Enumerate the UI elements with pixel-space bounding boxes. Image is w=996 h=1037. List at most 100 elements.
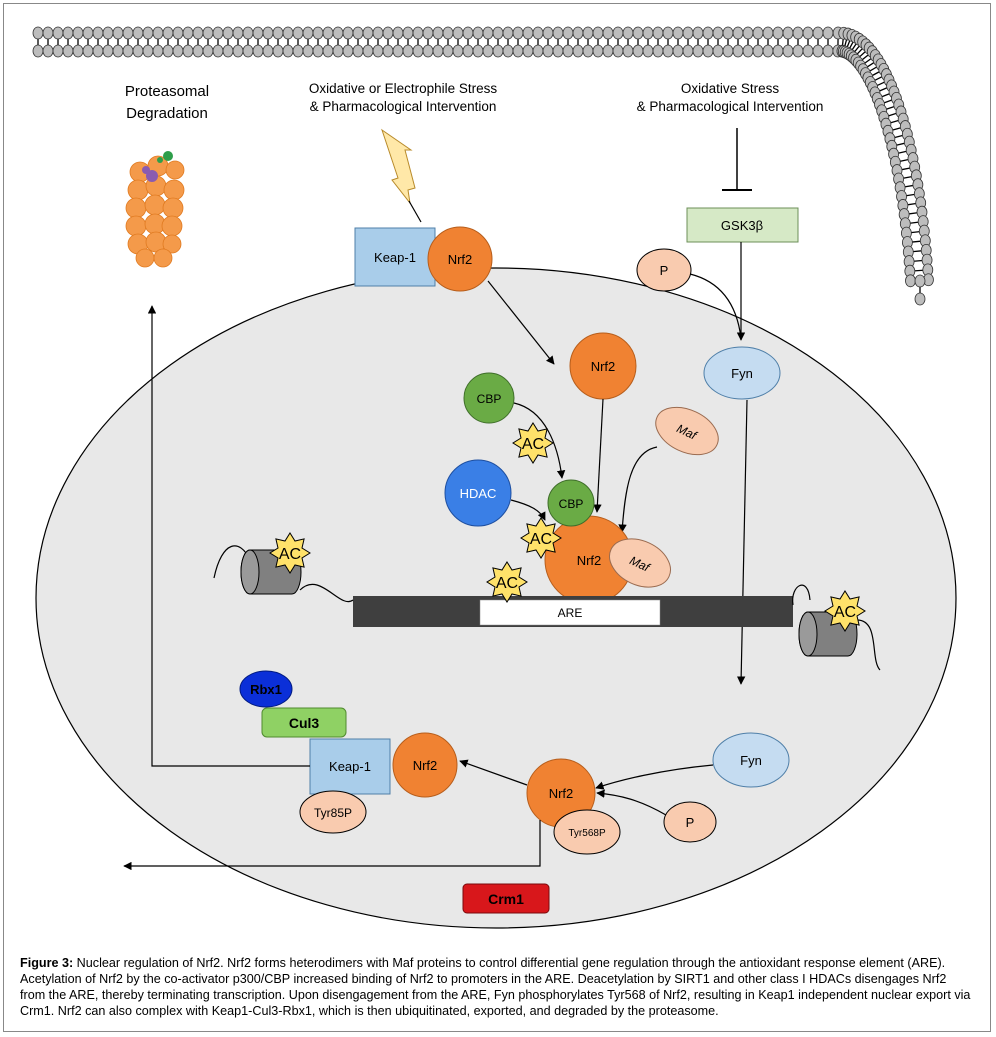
membrane-tail (878, 87, 888, 92)
lipid-head (442, 26, 454, 40)
lipid-head (202, 44, 214, 58)
lipid-head (152, 26, 164, 40)
lipid-head (612, 26, 624, 40)
lipid-head (742, 44, 754, 58)
cbp-circle-bound (547, 479, 595, 527)
lipid-head (322, 44, 334, 58)
keap1-label-bottom: Keap-1 (329, 759, 371, 774)
lipid-head (72, 44, 84, 58)
lipid-head (412, 26, 424, 40)
lipid-head (402, 44, 414, 58)
lipid-head (782, 26, 794, 40)
lipid-head (172, 44, 184, 58)
phosphate-bottom (663, 801, 717, 843)
membrane-tail (887, 112, 897, 117)
lipid-head (532, 44, 544, 58)
lipid-head (572, 44, 584, 58)
lipid-head (132, 26, 144, 40)
lipid-head (632, 44, 644, 58)
lipid-head (302, 26, 314, 40)
lipid-head (822, 44, 834, 58)
membrane-tail (904, 184, 914, 188)
lipid-head (242, 26, 254, 40)
lipid-head (792, 44, 804, 58)
lipid-head (492, 26, 504, 40)
lipid-head (772, 44, 784, 58)
lipid-head (632, 26, 644, 40)
cbp-label-top: CBP (477, 392, 502, 406)
membrane-tail (885, 105, 895, 110)
lipid-head (212, 44, 224, 58)
lipid-head (722, 26, 734, 40)
lipid-head (582, 26, 594, 40)
lipid-head (692, 44, 704, 58)
membrane-tail (896, 142, 906, 146)
lipid-head (452, 44, 464, 58)
membrane-tail (876, 81, 886, 87)
lipid-head (792, 26, 804, 40)
phosphate-bottom-label: P (686, 815, 695, 830)
lipid-head (482, 44, 494, 58)
membrane-tail (858, 50, 867, 58)
lipid-head (272, 44, 284, 58)
lipid-head (332, 44, 344, 58)
lipid-head (732, 26, 744, 40)
maf-top (655, 406, 719, 456)
nrf2-label-top: Nrf2 (448, 252, 473, 267)
membrane-tail (881, 93, 891, 98)
lipid-head (232, 44, 244, 58)
proteasome-icon (125, 151, 185, 268)
lipid-head (512, 44, 524, 58)
lipid-head (752, 26, 764, 40)
acetyl-star-icon (520, 517, 562, 559)
lipid-head (432, 26, 444, 40)
lipid-head (222, 26, 234, 40)
lipid-head (682, 44, 694, 58)
lipid-head (812, 44, 824, 58)
rbx1-label: Rbx1 (250, 682, 282, 697)
lipid-head (802, 44, 814, 58)
lipid-head (712, 26, 724, 40)
phosphate-top-label: P (660, 263, 669, 278)
crm1-box (462, 883, 550, 914)
lipid-head (82, 26, 94, 40)
lipid-head (332, 26, 344, 40)
lipid-head (702, 26, 714, 40)
cbp-circle-top (463, 372, 515, 424)
lipid-head (62, 26, 74, 40)
cell-membrane (32, 26, 934, 306)
lipid-head (112, 44, 124, 58)
lipid-head (422, 26, 434, 40)
lipid-head (712, 44, 724, 58)
lipid-head (152, 44, 164, 58)
lipid-head (762, 44, 774, 58)
acetyl-star-icon (824, 590, 866, 632)
lipid-head (312, 44, 324, 58)
acetyl-star-icon (486, 561, 528, 603)
lipid-head (622, 44, 634, 58)
caption-text: Nuclear regulation of Nrf2. Nrf2 forms h… (20, 956, 971, 1018)
proteasomal-label: Proteasomal (125, 83, 209, 100)
lipid-head (732, 44, 744, 58)
tyr568p-label: Tyr568P (568, 828, 606, 839)
membrane-tail (894, 134, 904, 139)
lipid-head (492, 44, 504, 58)
lipid-head (392, 26, 404, 40)
lipid-head (402, 26, 414, 40)
membrane-tail (869, 66, 878, 72)
stress-label-1a: Oxidative or Electrophile Stress (309, 81, 498, 96)
stress-label-1b: & Pharmacological Intervention (310, 99, 497, 114)
lipid-head (642, 26, 654, 40)
hdac-label: HDAC (460, 486, 497, 501)
lipid-head (102, 26, 114, 40)
lipid-head (562, 26, 574, 40)
lipid-head (102, 44, 114, 58)
lipid-head (442, 44, 454, 58)
lipid-head (72, 26, 84, 40)
acetyl-label: AC (530, 531, 552, 548)
lipid-head (802, 26, 814, 40)
lipid-head (692, 26, 704, 40)
membrane-tail (905, 193, 915, 197)
lipid-head (342, 44, 354, 58)
lipid-head (452, 26, 464, 40)
